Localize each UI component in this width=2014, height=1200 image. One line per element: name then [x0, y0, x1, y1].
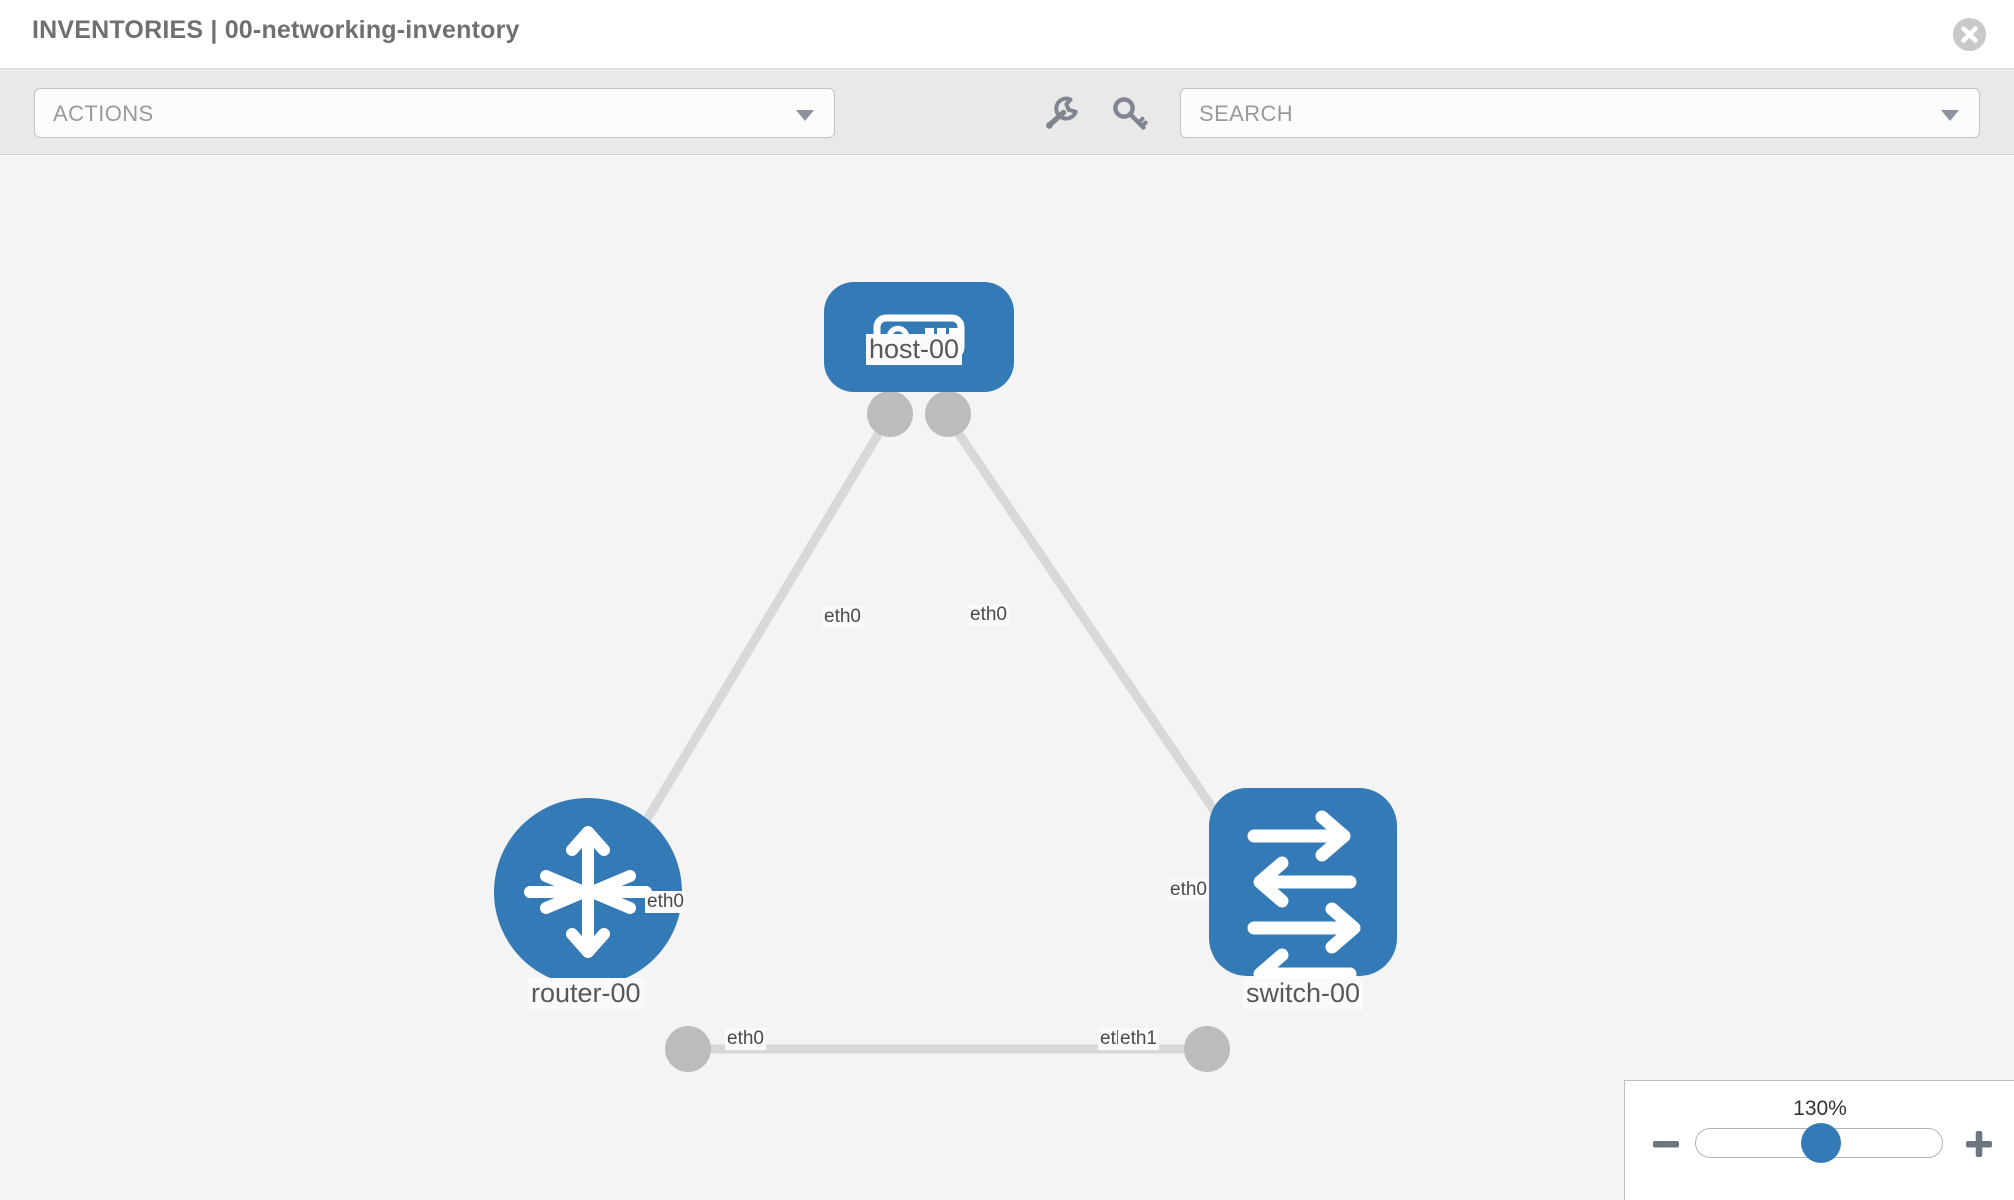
iface-label-router00-uplink-eth0: eth0 [645, 891, 686, 913]
close-circle-icon [1953, 18, 1986, 51]
connector-layer [665, 391, 1258, 1072]
connector-host00-eth0-right[interactable] [925, 391, 971, 437]
switch-icon [1247, 810, 1361, 1000]
iface-label-host00-eth0-left: eth0 [822, 606, 863, 628]
key-icon[interactable] [1107, 91, 1151, 135]
zoom-level-value: 130% [1793, 1097, 1847, 1120]
iface-label-host00-eth0-right: eth0 [968, 604, 1009, 626]
plus-icon [1966, 1131, 1992, 1157]
wrench-glyph [1046, 96, 1078, 129]
zoom-in-button[interactable] [1962, 1127, 1996, 1161]
node-label-host-00: host-00 [866, 334, 963, 365]
search-placeholder: SEARCH [1199, 101, 1294, 126]
header-bar: INVENTORIES | 00-networking-inventory [0, 0, 2014, 69]
link-layer [621, 415, 1249, 1054]
connector-host00-eth0-left[interactable] [867, 391, 913, 437]
zoom-control-panel: 130% [1624, 1080, 2014, 1200]
topology-graph [494, 282, 1397, 1072]
close-icon[interactable] [1953, 18, 1986, 51]
topology-canvas[interactable]: host-00 router-00 switch-00 eth0 eth0 et… [0, 156, 2014, 1200]
page-title: INVENTORIES | 00-networking-inventory [32, 16, 520, 44]
connector-switch00-eth1[interactable] [1184, 1026, 1230, 1072]
link-host00-switch00[interactable] [944, 415, 1249, 859]
node-label-router-00: router-00 [528, 978, 644, 1009]
iface-label-router00-eth0: eth0 [725, 1028, 766, 1050]
node-router-00[interactable] [494, 798, 682, 986]
node-label-switch-00: switch-00 [1243, 978, 1364, 1009]
chevron-down-icon [796, 110, 814, 121]
iface-label-switch00-uplink-eth0: eth0 [1168, 879, 1209, 901]
wrench-icon[interactable] [1040, 91, 1084, 135]
toolbar: ACTIONS SEARCH [0, 69, 2014, 155]
key-glyph [1113, 97, 1148, 130]
minus-icon [1653, 1141, 1679, 1148]
search-input[interactable]: SEARCH [1180, 88, 1980, 138]
link-host00-router00[interactable] [621, 415, 892, 859]
chevron-down-icon[interactable] [1941, 110, 1959, 121]
iface-label-switch00-eth1: eth1 [1118, 1028, 1159, 1050]
connector-router00-eth0[interactable] [665, 1026, 711, 1072]
router-icon [524, 826, 652, 958]
actions-dropdown-label: ACTIONS [53, 101, 154, 126]
zoom-slider-thumb[interactable] [1801, 1123, 1841, 1163]
actions-dropdown[interactable]: ACTIONS [34, 88, 835, 138]
node-switch-00[interactable] [1209, 788, 1397, 1000]
zoom-out-button[interactable] [1649, 1127, 1683, 1161]
